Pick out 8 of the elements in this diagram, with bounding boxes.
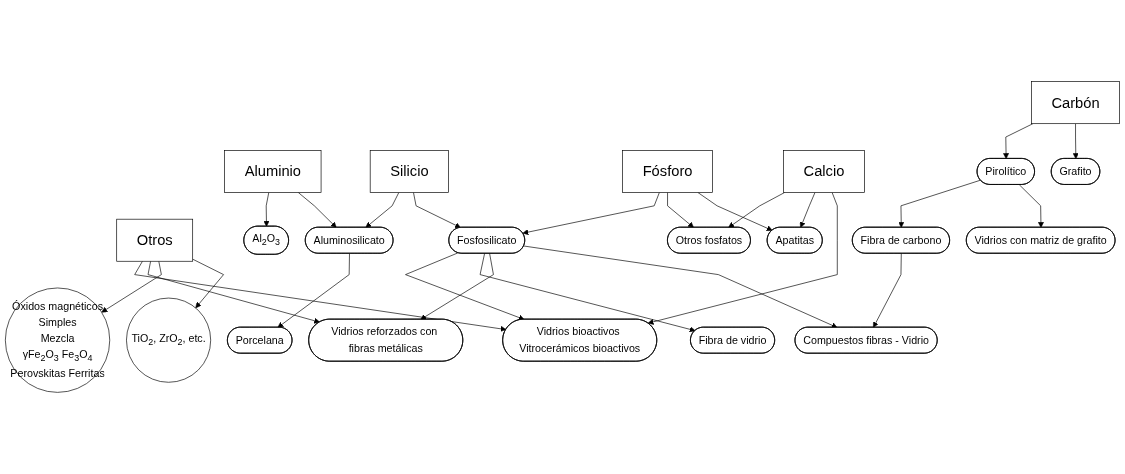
node-box: Calcio — [783, 150, 865, 193]
node-box: Carbón — [1031, 81, 1120, 125]
node-box: Otros — [116, 218, 194, 262]
node-circle: TiO$_{2}$, ZrO$_{2}$, etc. — [126, 297, 212, 383]
node-circle: Óxidos magnéticos Simples Mezcla γFe$_{2}$O$_{3}$ Fe$_{3}$O$_{4}$ Perovskitas Ferritas — [5, 287, 111, 393]
node-box: Aluminio — [224, 150, 322, 193]
node-box: Silicio — [369, 150, 449, 193]
node-box: Fósforo — [622, 150, 713, 193]
